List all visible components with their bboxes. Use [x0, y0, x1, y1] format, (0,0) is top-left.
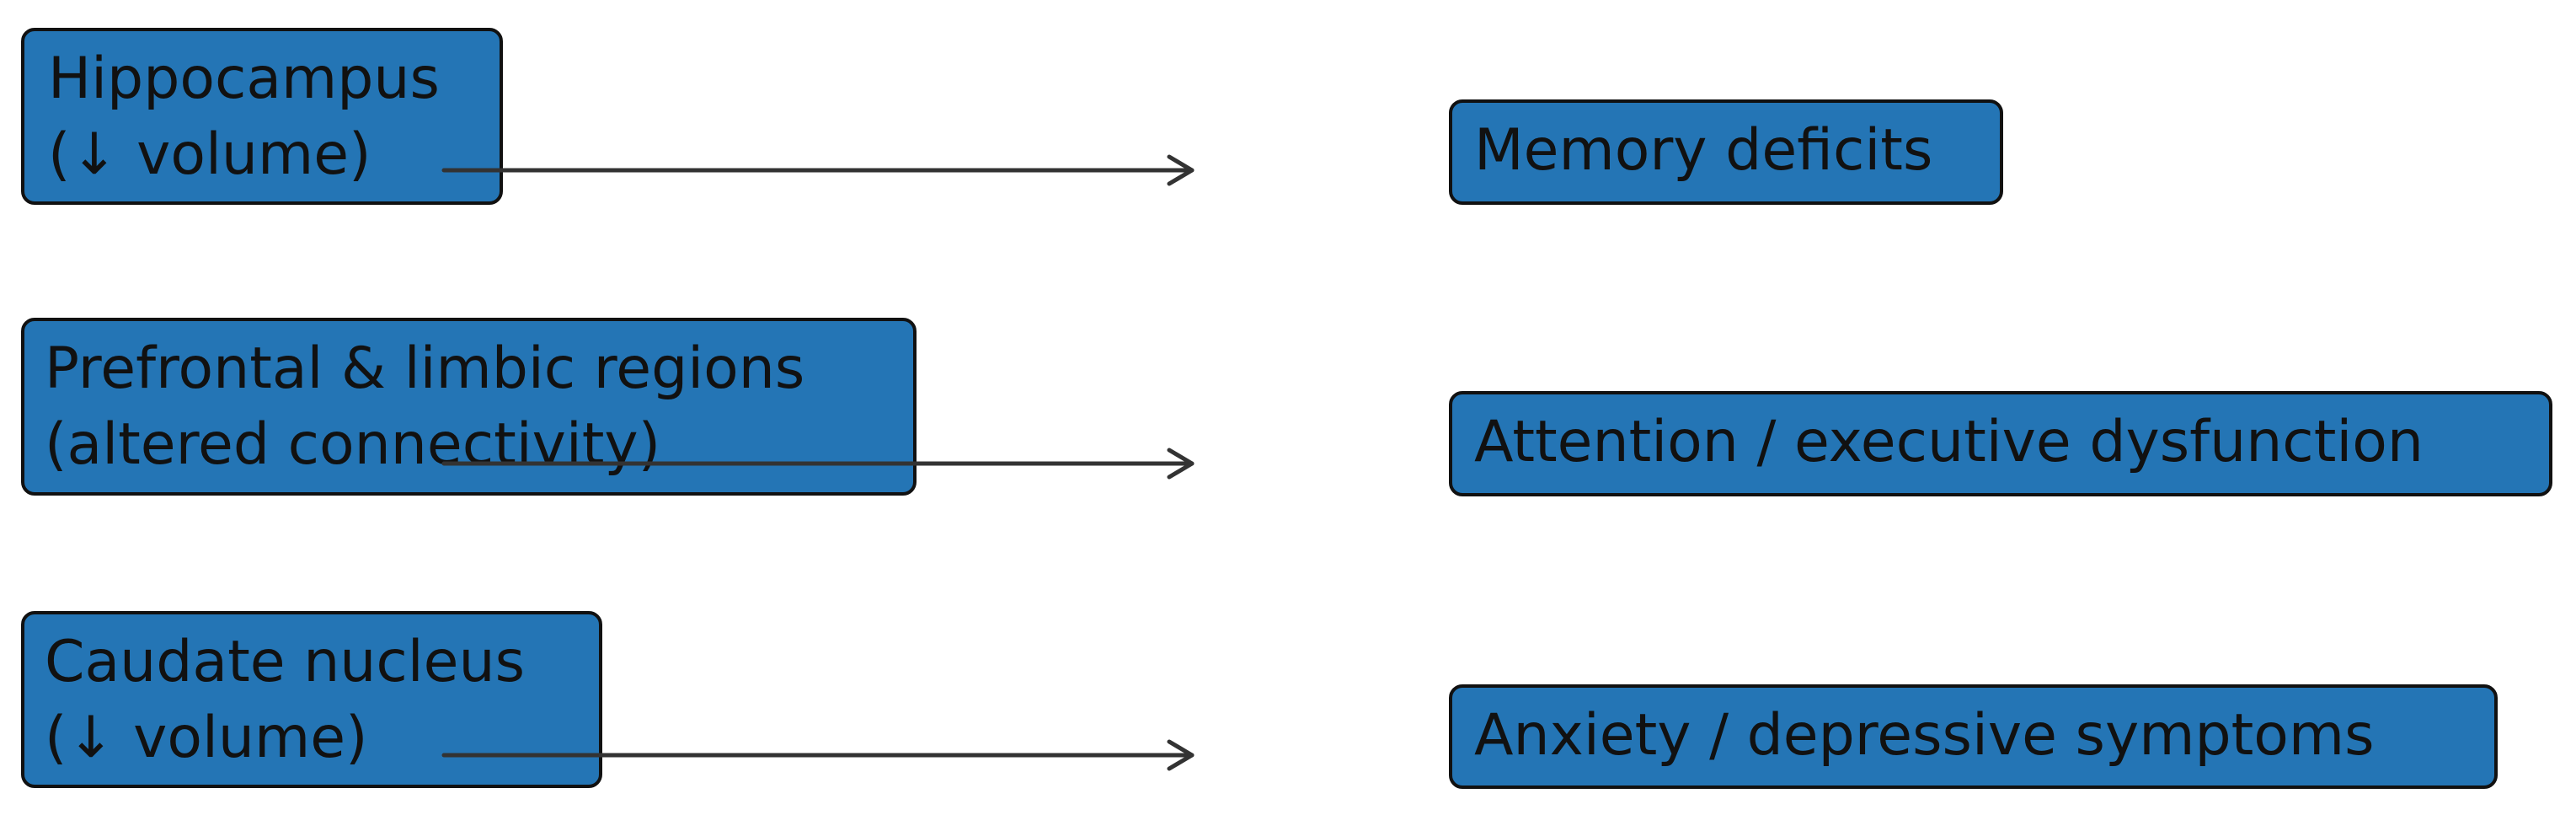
anxiety-depressive-label: Anxiety / depressive symptoms [1474, 702, 2375, 769]
caudate-nucleus-label: Caudate nucleus [45, 629, 526, 695]
anxiety-depressive-node: Anxiety / depressive symptoms [1449, 684, 2498, 789]
edge-hippocampus-to-memory-deficits [441, 154, 1194, 186]
attention-executive-label: Attention / executive dysfunction [1474, 409, 2424, 475]
prefrontal-limbic-label: Prefrontal & limbic regions [45, 335, 805, 402]
hippocampus-sublabel: (↓ volume) [48, 121, 371, 188]
caudate-nucleus-sublabel: (↓ volume) [45, 705, 368, 771]
prefrontal-limbic-sublabel: (altered connectivity) [45, 411, 661, 478]
caudate-nucleus-node: Caudate nucleus (↓ volume) [21, 611, 602, 788]
memory-deficits-node: Memory deficits [1449, 99, 2003, 205]
prefrontal-limbic-node: Prefrontal & limbic regions (altered con… [21, 318, 917, 496]
memory-deficits-label: Memory deficits [1474, 117, 1933, 184]
attention-executive-node: Attention / executive dysfunction [1449, 391, 2552, 496]
hippocampus-label: Hippocampus [48, 46, 440, 112]
hippocampus-node: Hippocampus (↓ volume) [21, 28, 503, 205]
